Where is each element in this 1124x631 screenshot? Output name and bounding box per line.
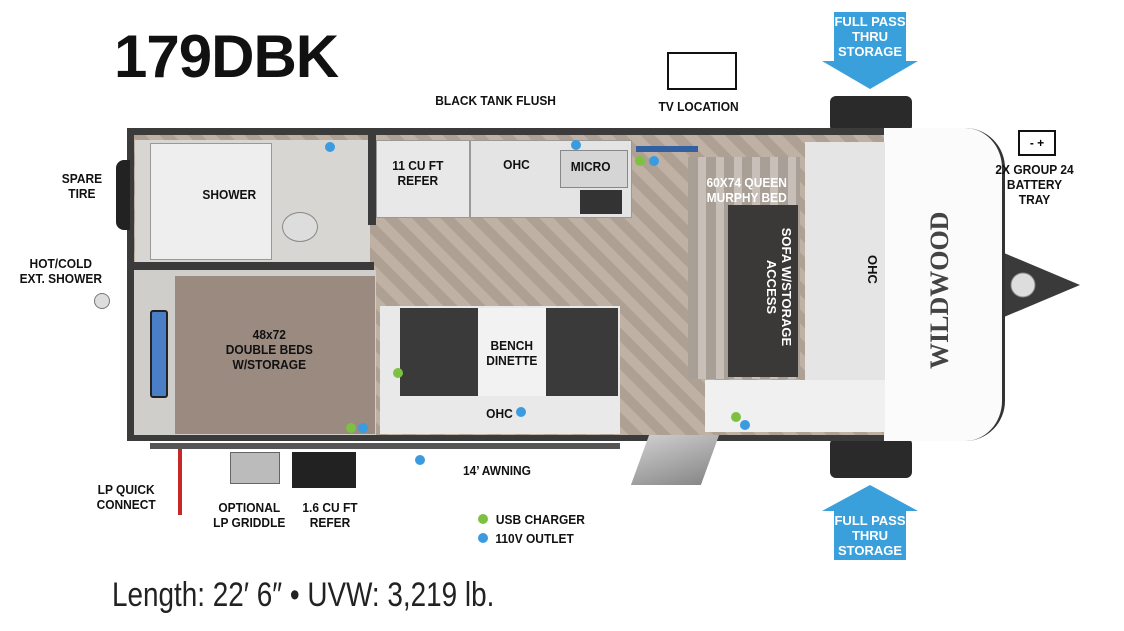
label-black-tank-flush: BLACK TANK FLUSH [435, 93, 556, 108]
tv-icon [667, 52, 737, 90]
tv-mount [636, 146, 698, 152]
legend-outlet-dot [478, 533, 488, 543]
wall [134, 262, 374, 270]
label-awning: 14’ AWNING [462, 463, 531, 478]
battery-icon: - + [1018, 130, 1056, 156]
entry-step [630, 435, 720, 485]
label: STORAGE [837, 543, 903, 558]
model-title: 179DBK [114, 23, 339, 90]
ext-shower-icon [94, 293, 110, 309]
label: FULL PASS [834, 513, 906, 528]
usb-dot [393, 368, 403, 378]
bench-left [400, 308, 478, 396]
stove [580, 190, 622, 214]
outlet-dot [516, 407, 526, 417]
brand-logo: WILDWOOD [925, 211, 954, 369]
label: THRU [851, 29, 889, 44]
label-ohc-kitchen: OHC [503, 157, 530, 172]
shower-stall [150, 143, 272, 260]
double-bed [175, 276, 375, 434]
bench-right [546, 308, 618, 396]
microwave [560, 150, 628, 188]
label-micro: MICRO [570, 159, 611, 174]
legend-usb-label: USB CHARGER [495, 512, 585, 527]
label-ohc-dinette: OHC [486, 406, 513, 421]
label-shower: SHOWER [202, 187, 257, 202]
lp-hose [178, 445, 182, 515]
usb-dot [731, 412, 741, 422]
outlet-dot [415, 455, 425, 465]
exterior-refer [292, 452, 356, 488]
label-tv-location: TV LOCATION [658, 99, 739, 114]
toilet-icon [282, 212, 318, 242]
specs-footer: Length: 22′ 6″ • UVW: 3,219 lb. [112, 576, 495, 614]
lp-griddle [230, 452, 280, 484]
awning [150, 443, 620, 449]
label: THRU [851, 528, 889, 543]
label: FULL PASS [834, 14, 906, 29]
tire-top [830, 96, 912, 132]
tire-bottom [830, 438, 912, 478]
usb-dot [635, 156, 645, 166]
outlet-dot [740, 420, 750, 430]
label: STORAGE [837, 44, 903, 59]
front-cabinet [705, 380, 885, 432]
usb-dot [346, 423, 356, 433]
outlet-dot [325, 142, 335, 152]
front-ohc [805, 142, 885, 387]
spare-tire-icon [116, 160, 130, 230]
outlet-dot [571, 140, 581, 150]
wall [368, 135, 376, 225]
label-ohc-front: OHC [864, 255, 880, 284]
refrigerator [376, 140, 470, 218]
outlet-dot [358, 423, 368, 433]
window [150, 310, 168, 398]
legend-outlet-label: 110V OUTLET [495, 531, 574, 546]
dinette-table [478, 308, 546, 396]
front-cap [884, 128, 1005, 441]
legend-usb-dot [478, 514, 488, 524]
sofa [728, 205, 798, 377]
outlet-dot [649, 156, 659, 166]
